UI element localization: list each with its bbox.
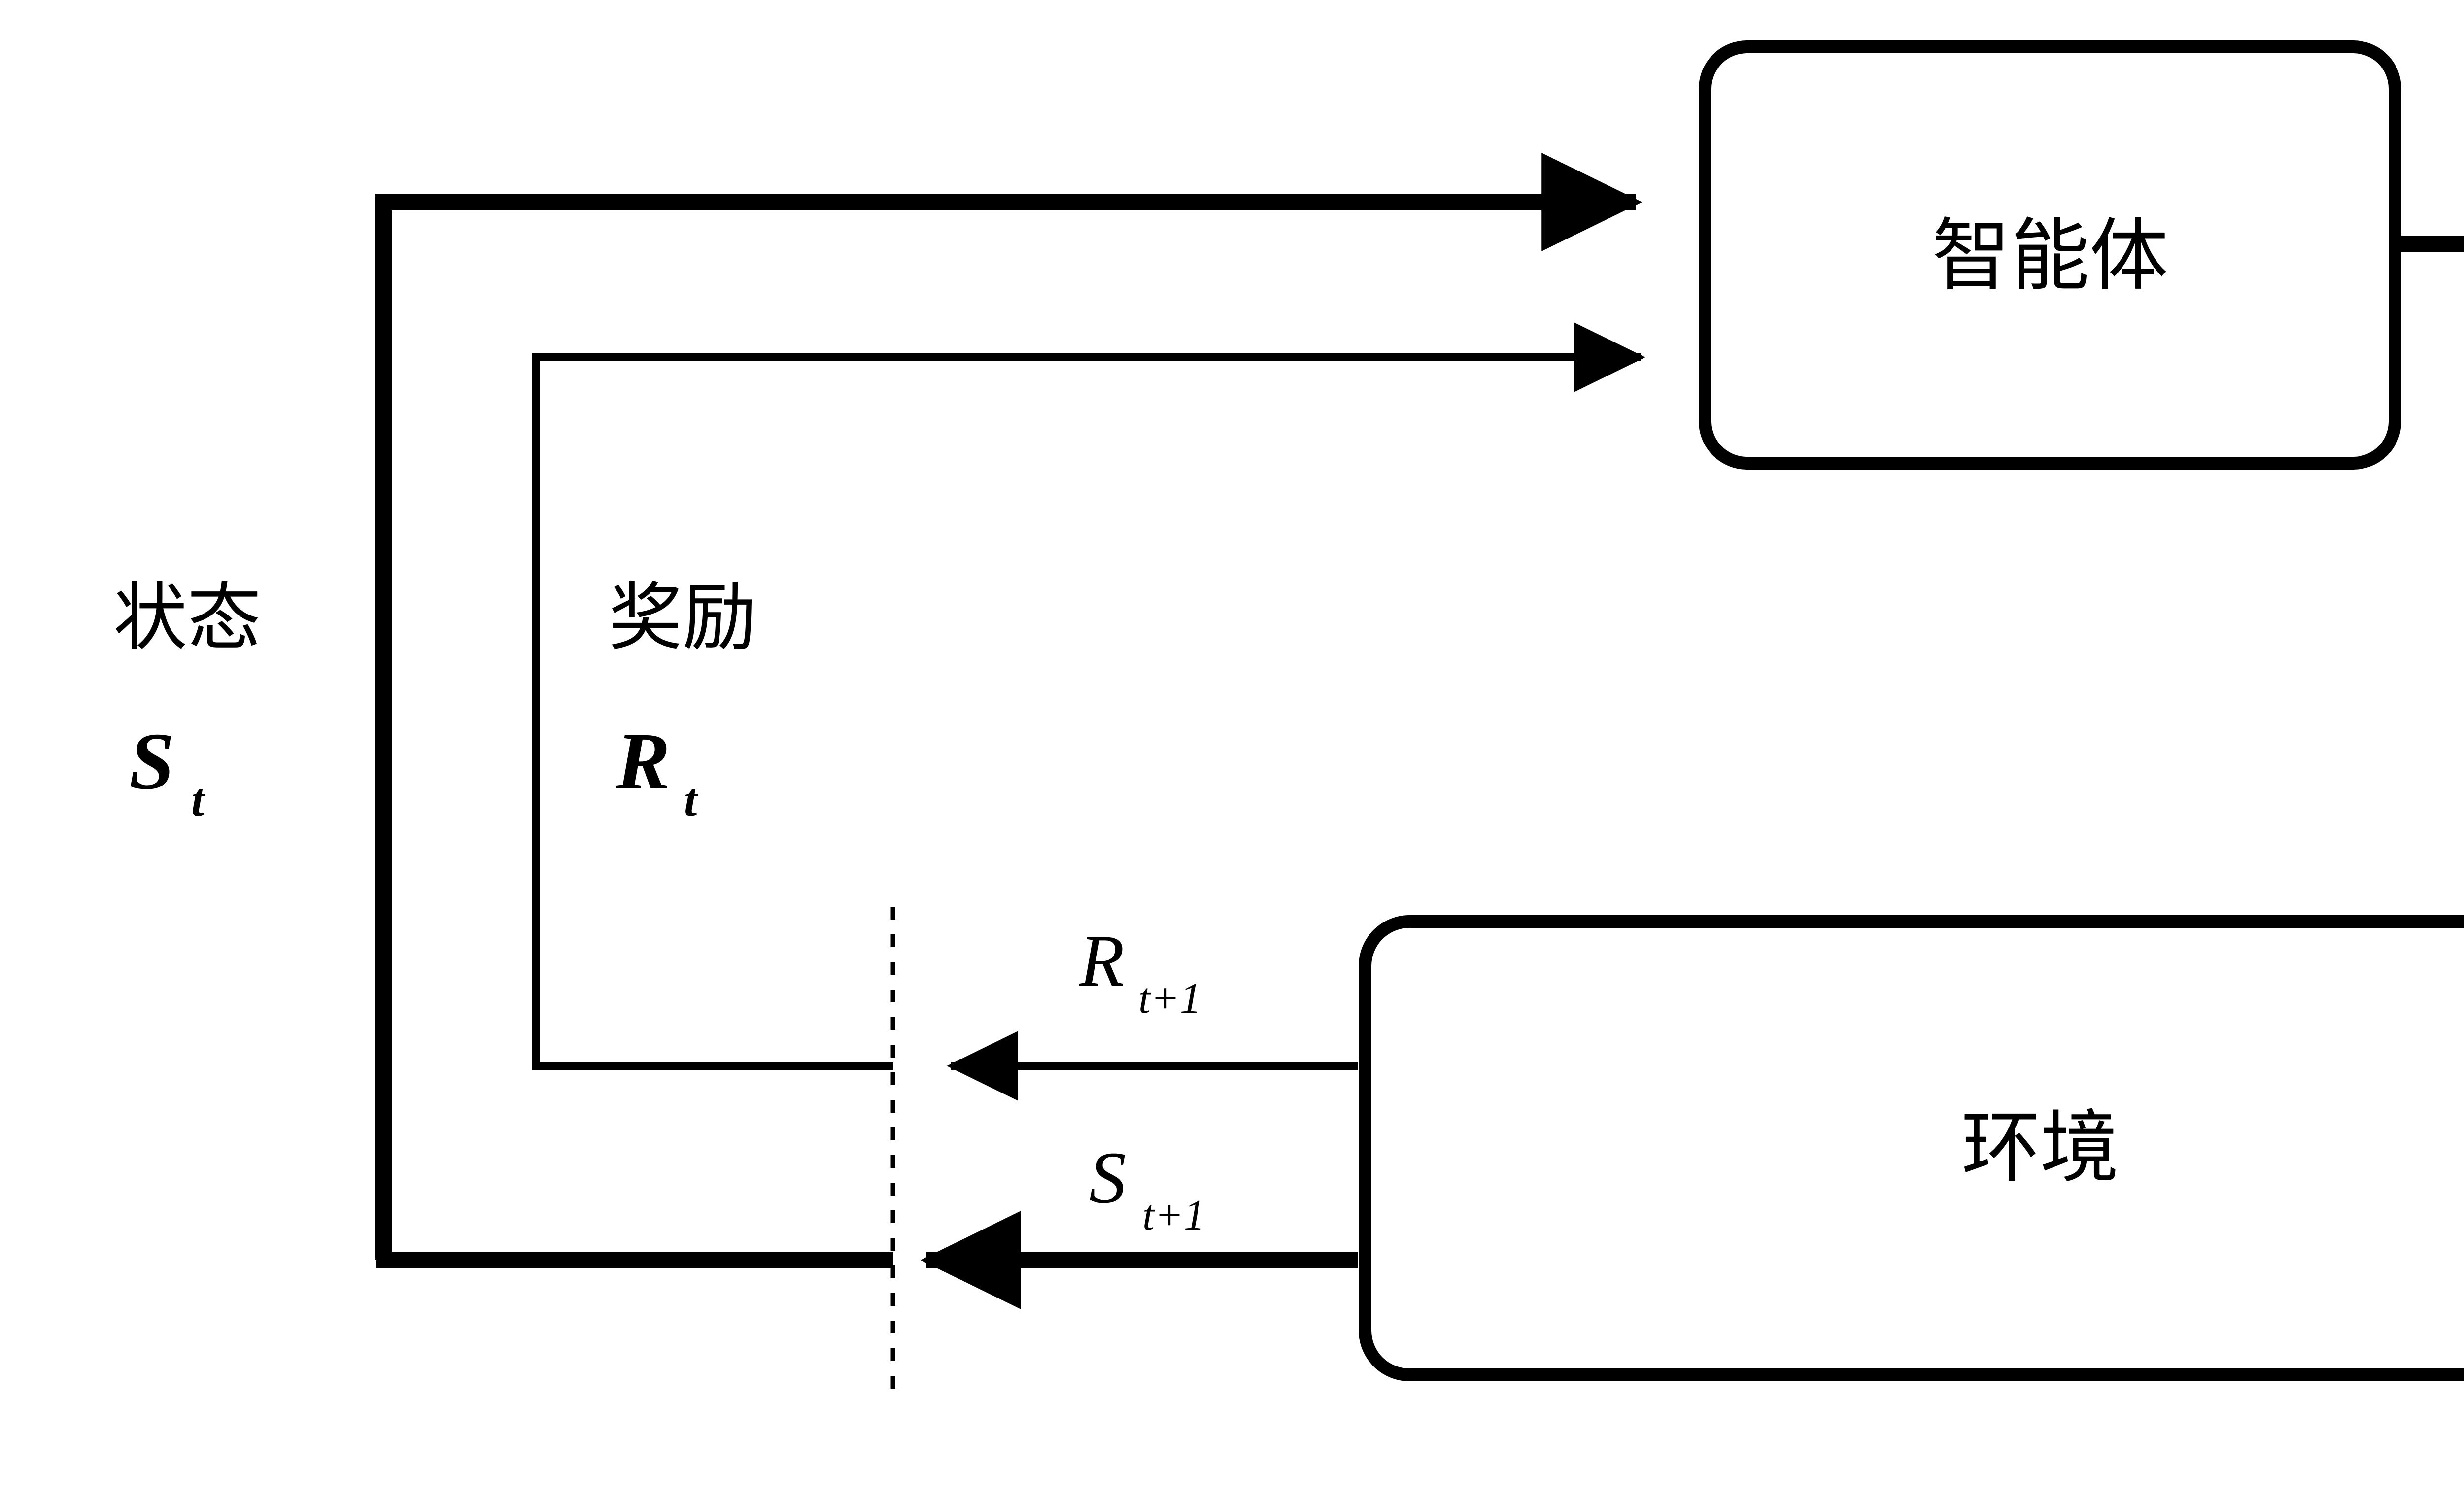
label-state: 状态 S t [113, 578, 261, 826]
environment-label: 环境 [1961, 1104, 2119, 1192]
node-environment[interactable]: 环境 [1359, 915, 2464, 1381]
state-label-text: 状态 [113, 578, 261, 659]
reward-symbol-subscript: t [684, 774, 698, 826]
reward-label-text: 奖励 [609, 578, 756, 659]
state-next-symbol: S [1089, 1137, 1126, 1219]
reward-next-subscript: t+1 [1138, 975, 1201, 1023]
node-agent[interactable]: 智能体 [1699, 40, 2401, 470]
state-next-subscript: t+1 [1142, 1192, 1205, 1239]
state-symbol: S [129, 716, 174, 806]
edge-state-feedback [375, 153, 1643, 1309]
label-state-next: S t+1 [1089, 1137, 1205, 1239]
label-reward-next: R t+1 [1079, 920, 1201, 1023]
environment-box[interactable] [1359, 915, 2464, 1381]
reward-next-symbol: R [1079, 920, 1125, 1002]
reward-symbol: R [616, 716, 670, 806]
label-reward: 奖励 R t [609, 578, 756, 826]
state-symbol-subscript: t [191, 774, 205, 826]
agent-label: 智能体 [1932, 212, 2168, 300]
agent-box[interactable] [1699, 40, 2401, 470]
edge-reward-feedback [532, 322, 1645, 1101]
